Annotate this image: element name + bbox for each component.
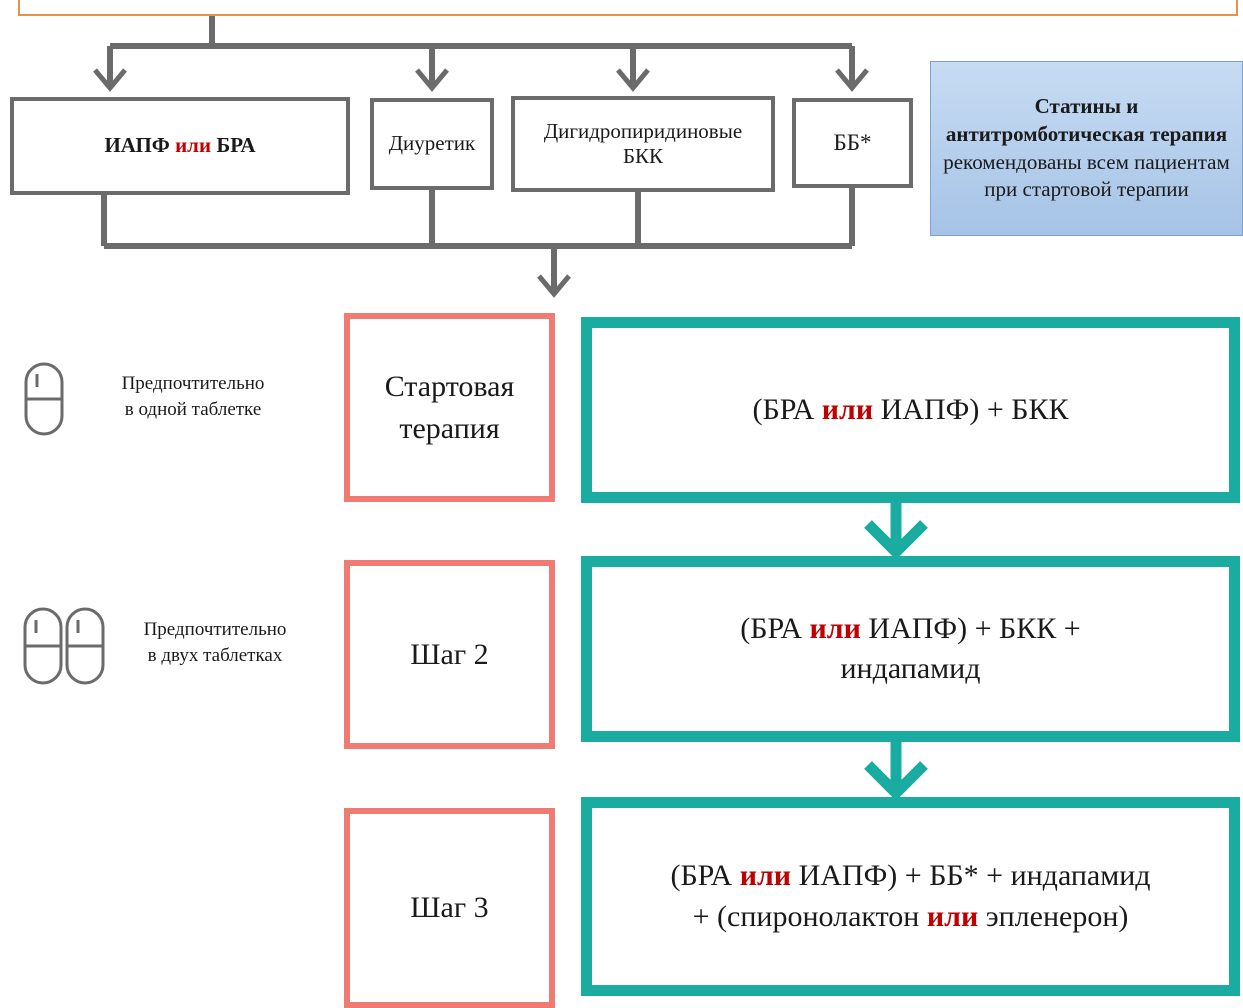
pill-capsule-icon: [24, 362, 64, 436]
drug-bb-label: ББ*: [833, 130, 872, 156]
regimen-3-part1: (БРА: [670, 859, 740, 892]
step-label-2: Шаг 2: [344, 560, 555, 749]
drug-box-diuretic: Диуретик: [370, 98, 494, 190]
arrow-head-collect: [537, 274, 571, 298]
step-3-label: Шаг 3: [410, 891, 489, 924]
step-start-line2: терапия: [399, 411, 500, 445]
drug-dhp-line2: БКК: [622, 144, 664, 168]
regimen-1-or: или: [821, 392, 874, 426]
arrow-head-bb: [835, 68, 869, 92]
teal-arrow-1-head: [864, 520, 928, 560]
pill-note-two-line2: в двух таблетках: [147, 644, 283, 666]
regimen-3-line2a: + (спиронолактон: [692, 899, 927, 933]
drug-diuretic-label: Диуретик: [388, 131, 476, 156]
drug-box-bb: ББ*: [792, 98, 913, 188]
regimen-3-or1: или: [739, 859, 792, 892]
arrow-head-dhp: [616, 68, 650, 92]
drug-iapf: ИАПФ: [104, 133, 170, 158]
note-bold-text: Статины и антитромботическая терапия: [945, 93, 1228, 146]
or-word: или: [169, 133, 217, 158]
pill-capsule-icon: [65, 607, 105, 685]
regimen-2-part1: (БРА: [740, 611, 810, 645]
drug-dhp-line1: Дигидропиридиновые: [543, 118, 743, 143]
regimen-1-part1: (БРА: [752, 392, 822, 426]
pill-note-one-line1: Предпочтительно: [121, 373, 265, 394]
regimen-start: (БРА или ИАПФ) + БКК: [581, 317, 1240, 503]
drug-bra: БРА: [216, 133, 256, 158]
regimen-1-part2: ИАПФ) + БКК: [873, 392, 1069, 426]
regimen-step-3: (БРА или ИАПФ) + ББ* + индапамид + (спиро…: [581, 797, 1240, 996]
regimen-2-or: или: [809, 611, 861, 645]
regimen-3-or2: или: [926, 899, 979, 933]
arrow-head-iapf: [93, 68, 127, 92]
arrow-head-diuretic: [415, 68, 449, 92]
note-rest-text: рекомендованы всем пациентам при стартов…: [943, 121, 1235, 202]
pill-note-one-tablet: Предпочтительно в одной таблетке: [84, 371, 302, 422]
pill-note-one-line2: в одной таблетке: [124, 398, 262, 420]
teal-arrow-2-head: [864, 761, 928, 801]
step-label-start: Стартовая терапия: [344, 313, 555, 502]
step-start-line1: Стартовая: [384, 369, 515, 403]
regimen-3-line2b: эпленерон): [978, 899, 1129, 933]
regimen-2-line2: индапамид: [840, 652, 981, 685]
pill-note-two-tablets: Предпочтительно в двух таблетках: [106, 617, 324, 668]
top-source-frame: [18, 0, 1238, 16]
pill-capsule-icon: [23, 607, 63, 685]
step-2-label: Шаг 2: [410, 637, 489, 671]
regimen-3-part2: ИАПФ) + ББ* + индапамид: [791, 859, 1151, 892]
regimen-2-part2: ИАПФ) + БКК +: [860, 611, 1081, 645]
pill-note-two-line1: Предпочтительно: [143, 619, 287, 640]
drug-box-iapf-or-bra: ИАПФ или БРА: [10, 97, 350, 195]
step-label-3: Шаг 3: [344, 808, 555, 1008]
statins-note-box: Статины и антитромботическая терапия рек…: [930, 61, 1243, 236]
regimen-step-2: (БРА или ИАПФ) + БКК + индапамид: [581, 556, 1240, 742]
